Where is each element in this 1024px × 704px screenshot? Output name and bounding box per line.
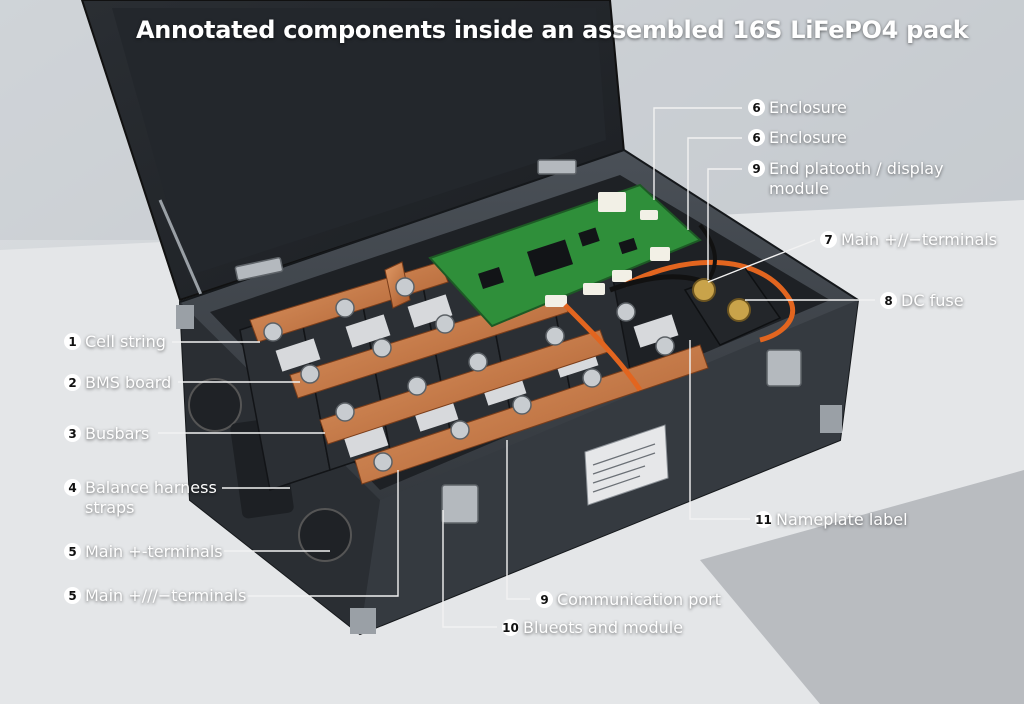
callout-number: 6 <box>748 99 765 116</box>
callout-text: Communication port <box>557 590 721 609</box>
callout-number: 4 <box>64 479 81 496</box>
callout-enclosure-a: 6 Enclosure <box>748 98 847 118</box>
callout-nameplate-label: 11 Nameplate label <box>755 510 908 530</box>
callout-dc-fuse: 8 DC fuse <box>880 291 964 311</box>
callout-number: 1 <box>64 333 81 350</box>
leader-lines <box>158 107 875 628</box>
callout-text: Main +//−terminals <box>841 230 998 249</box>
callout-enclosure-b: 6 Enclosure <box>748 128 847 148</box>
callout-text: Main +///−terminals <box>85 586 247 605</box>
callout-main-terminals-a: 5 Main +-terminals <box>64 542 223 562</box>
callout-text: Nameplate label <box>776 510 908 529</box>
callout-number: 7 <box>820 231 837 248</box>
callout-balance-harness: 4 Balance harness straps <box>64 478 224 518</box>
callout-bms-board: 2 BMS board <box>64 373 171 393</box>
callout-main-terminals-c: 7 Main +//−terminals <box>820 230 997 250</box>
callout-number: 2 <box>64 374 81 391</box>
callout-number: 5 <box>64 543 81 560</box>
callout-end-plate-display: 9 End platooth / display module <box>748 159 968 199</box>
callout-number: 8 <box>880 292 897 309</box>
callout-text: DC fuse <box>901 291 964 310</box>
callout-text: Cell string <box>85 332 166 351</box>
callout-number: 9 <box>536 591 553 608</box>
callout-cell-string: 1 Cell string <box>64 332 166 352</box>
callout-text: End platooth / display module <box>769 159 944 198</box>
callout-busbars: 3 Busbars <box>64 424 149 444</box>
callout-text: BMS board <box>85 373 172 392</box>
callout-text: Enclosure <box>769 98 847 117</box>
callout-number: 9 <box>748 160 765 177</box>
callout-text: Main +-terminals <box>85 542 223 561</box>
callout-bluetooth-module: 10 Blueots and module <box>502 618 683 638</box>
callout-text: Busbars <box>85 424 150 443</box>
callout-communication-port: 9 Communication port <box>536 590 721 610</box>
callout-number: 11 <box>755 511 772 528</box>
callout-number: 6 <box>748 129 765 146</box>
callout-text: Enclosure <box>769 128 847 147</box>
callout-number: 5 <box>64 587 81 604</box>
callout-number: 10 <box>502 619 519 636</box>
callout-number: 3 <box>64 425 81 442</box>
callout-text: Balance harness straps <box>85 478 217 517</box>
image-title: Annotated components inside an assembled… <box>136 16 969 44</box>
callout-text: Blueots and module <box>523 618 684 637</box>
callout-main-terminals-b: 5 Main +///−terminals <box>64 586 246 606</box>
